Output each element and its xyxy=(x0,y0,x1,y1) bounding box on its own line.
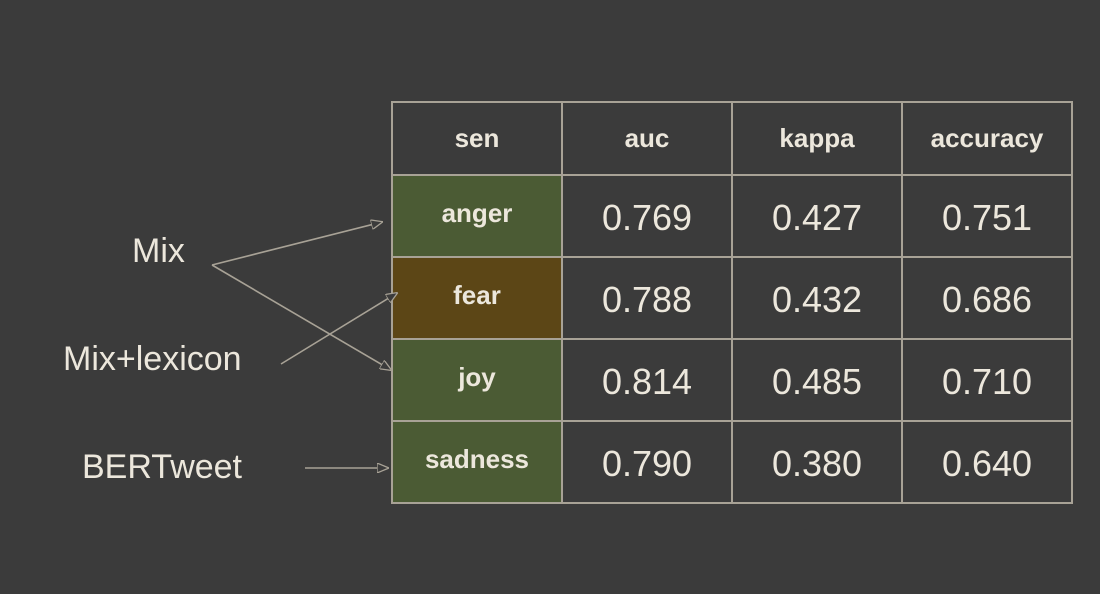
header-row: sen auc kappa accuracy xyxy=(391,101,1073,176)
emotion-cell-sadness: sadness xyxy=(391,420,563,504)
table-row: joy 0.814 0.485 0.710 xyxy=(391,338,1073,422)
table-row: anger 0.769 0.427 0.751 xyxy=(391,174,1073,258)
arrow-mixlexicon-to-fear xyxy=(280,293,397,365)
header-accuracy: accuracy xyxy=(901,101,1073,176)
auc-cell: 0.769 xyxy=(561,174,733,258)
accuracy-cell: 0.640 xyxy=(901,420,1073,504)
arrow-mix-to-anger xyxy=(211,222,382,266)
table-row: fear 0.788 0.432 0.686 xyxy=(391,256,1073,340)
header-sen: sen xyxy=(391,101,563,176)
kappa-cell: 0.427 xyxy=(731,174,903,258)
label-mix-lexicon: Mix+lexicon xyxy=(63,340,242,378)
label-mix: Mix xyxy=(132,232,185,270)
kappa-cell: 0.432 xyxy=(731,256,903,340)
accuracy-cell: 0.751 xyxy=(901,174,1073,258)
accuracy-cell: 0.710 xyxy=(901,338,1073,422)
accuracy-cell: 0.686 xyxy=(901,256,1073,340)
emotion-cell-anger: anger xyxy=(391,174,563,258)
label-bertweet: BERTweet xyxy=(82,448,243,486)
kappa-cell: 0.485 xyxy=(731,338,903,422)
auc-cell: 0.788 xyxy=(561,256,733,340)
auc-cell: 0.814 xyxy=(561,338,733,422)
results-table: sen auc kappa accuracy anger 0.769 0.427… xyxy=(391,101,1073,504)
emotion-cell-fear: fear xyxy=(391,256,563,340)
header-kappa: kappa xyxy=(731,101,903,176)
kappa-cell: 0.380 xyxy=(731,420,903,504)
auc-cell: 0.790 xyxy=(561,420,733,504)
table-row: sadness 0.790 0.380 0.640 xyxy=(391,420,1073,504)
emotion-cell-joy: joy xyxy=(391,338,563,422)
header-auc: auc xyxy=(561,101,733,176)
